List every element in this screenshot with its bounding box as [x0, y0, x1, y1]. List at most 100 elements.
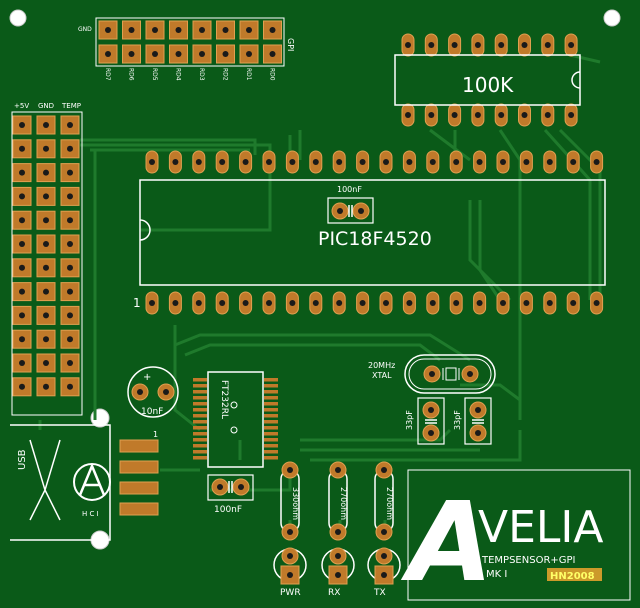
ftdi-pads-left	[193, 378, 207, 460]
temp-header-pad	[12, 353, 32, 373]
rnet-pad	[494, 103, 508, 127]
mcu-pad	[215, 291, 229, 315]
ftdi-pad	[264, 450, 278, 454]
temp-header-pad	[36, 377, 56, 397]
led-pad	[375, 547, 393, 565]
crystal-label: XTAL	[372, 371, 392, 380]
rnet-pad	[424, 103, 438, 127]
gpi-pad-bottom	[145, 44, 165, 64]
gpi-pin-label: RD3	[198, 68, 205, 81]
temp-header-label: TEMP	[61, 102, 81, 110]
temp-header-pad	[36, 234, 56, 254]
temp-header-labels: +5V GND TEMP	[14, 102, 81, 110]
gpi-pad-bottom	[239, 44, 259, 64]
rnet-pad	[448, 103, 462, 127]
usb-connector: USB H C I 1	[10, 424, 159, 541]
usb-label: USB	[17, 449, 28, 470]
mcu-pad	[239, 291, 253, 315]
gpi-pin-label: RD0	[269, 68, 276, 81]
temp-header-label: GND	[38, 102, 54, 110]
mcu-pad	[192, 291, 206, 315]
mcu-pad	[543, 150, 557, 174]
mcu-pad	[379, 291, 393, 315]
temp-header-pad	[36, 353, 56, 373]
mcu-pad	[168, 291, 182, 315]
mcu-pad	[519, 291, 533, 315]
temp-header-label: +5V	[14, 102, 29, 110]
ftdi-pad	[264, 396, 278, 400]
gpi-pin-label: RD2	[222, 68, 229, 81]
mcu-pad	[285, 150, 299, 174]
ftdi-pad	[193, 390, 207, 394]
ecap-polarity: +	[143, 372, 151, 383]
resistor-pad	[375, 523, 393, 541]
resistor-pad	[329, 523, 347, 541]
temp-header-pad	[36, 305, 56, 325]
gpi-gnd-label: GND	[78, 26, 92, 33]
temp-header-pad	[12, 163, 32, 183]
gpi-header-pads	[95, 17, 285, 67]
gpi-pad-top	[145, 20, 165, 40]
gpi-pad-top	[239, 20, 259, 40]
resistor-pad	[281, 523, 299, 541]
ftdi-pad	[264, 432, 278, 436]
ftdi-cap-outline	[207, 474, 254, 501]
ftdi-pad	[193, 378, 207, 382]
usb-pad	[119, 502, 159, 516]
mcu-pad	[449, 150, 463, 174]
rnet-pad	[448, 33, 462, 57]
temp-header-pad	[60, 139, 80, 159]
mcu-pad	[332, 150, 346, 174]
mcu-pad	[496, 291, 510, 315]
rnet-pad	[471, 103, 485, 127]
temp-header: +5V GND TEMP	[11, 102, 83, 416]
ftdi-pad	[264, 402, 278, 406]
gpi-pad-bottom	[192, 44, 212, 64]
rnet-pad	[541, 103, 555, 127]
xcap1-label: 33pF	[405, 410, 414, 430]
ftdi-pad	[193, 396, 207, 400]
resistor-value: 330ohm	[291, 487, 300, 520]
gpi-pad-bottom	[98, 44, 118, 64]
ftdi-pad	[193, 432, 207, 436]
mcu-pad	[332, 291, 346, 315]
temp-header-pad	[12, 258, 32, 278]
gpi-pin-label: RD6	[128, 68, 135, 81]
mcu-pad	[590, 291, 604, 315]
temp-header-pad	[60, 353, 80, 373]
gpi-pad-top	[192, 20, 212, 40]
temp-header-pad	[12, 139, 32, 159]
temp-header-pad	[60, 163, 80, 183]
mcu-pin1-label: 1	[133, 296, 141, 310]
mcu-pad	[145, 150, 159, 174]
ftdi-outline	[207, 371, 264, 468]
temp-header-pad	[60, 377, 80, 397]
mcu-name: PIC18F4520	[318, 228, 432, 250]
rnet-pad	[518, 33, 531, 57]
ftdi-pad	[264, 420, 278, 424]
temp-header-pad	[60, 234, 80, 254]
gpi-pad-top	[98, 20, 118, 40]
ftdi-pad	[193, 408, 207, 412]
mcu-pad	[566, 291, 580, 315]
gpi-pad-top	[122, 20, 141, 40]
usb-pads	[119, 439, 159, 516]
mcu-pad	[285, 291, 299, 315]
temp-header-pad	[12, 377, 32, 397]
ftdi-pad	[193, 384, 207, 388]
led-pad	[281, 547, 299, 565]
mcu-pad	[473, 291, 487, 315]
usb-pad	[119, 439, 159, 453]
mcu-pad	[473, 150, 487, 174]
crystal: 20MHz XTAL	[368, 354, 496, 394]
usb-pad	[119, 460, 159, 474]
mcu-cap-outline	[327, 197, 374, 224]
temp-header-pad	[60, 210, 80, 230]
ftdi-pad	[264, 408, 278, 412]
rnet-pad	[471, 33, 485, 57]
rnet-label: 100K	[462, 73, 514, 97]
mcu-pad	[379, 150, 393, 174]
mcu-outline	[139, 179, 606, 286]
